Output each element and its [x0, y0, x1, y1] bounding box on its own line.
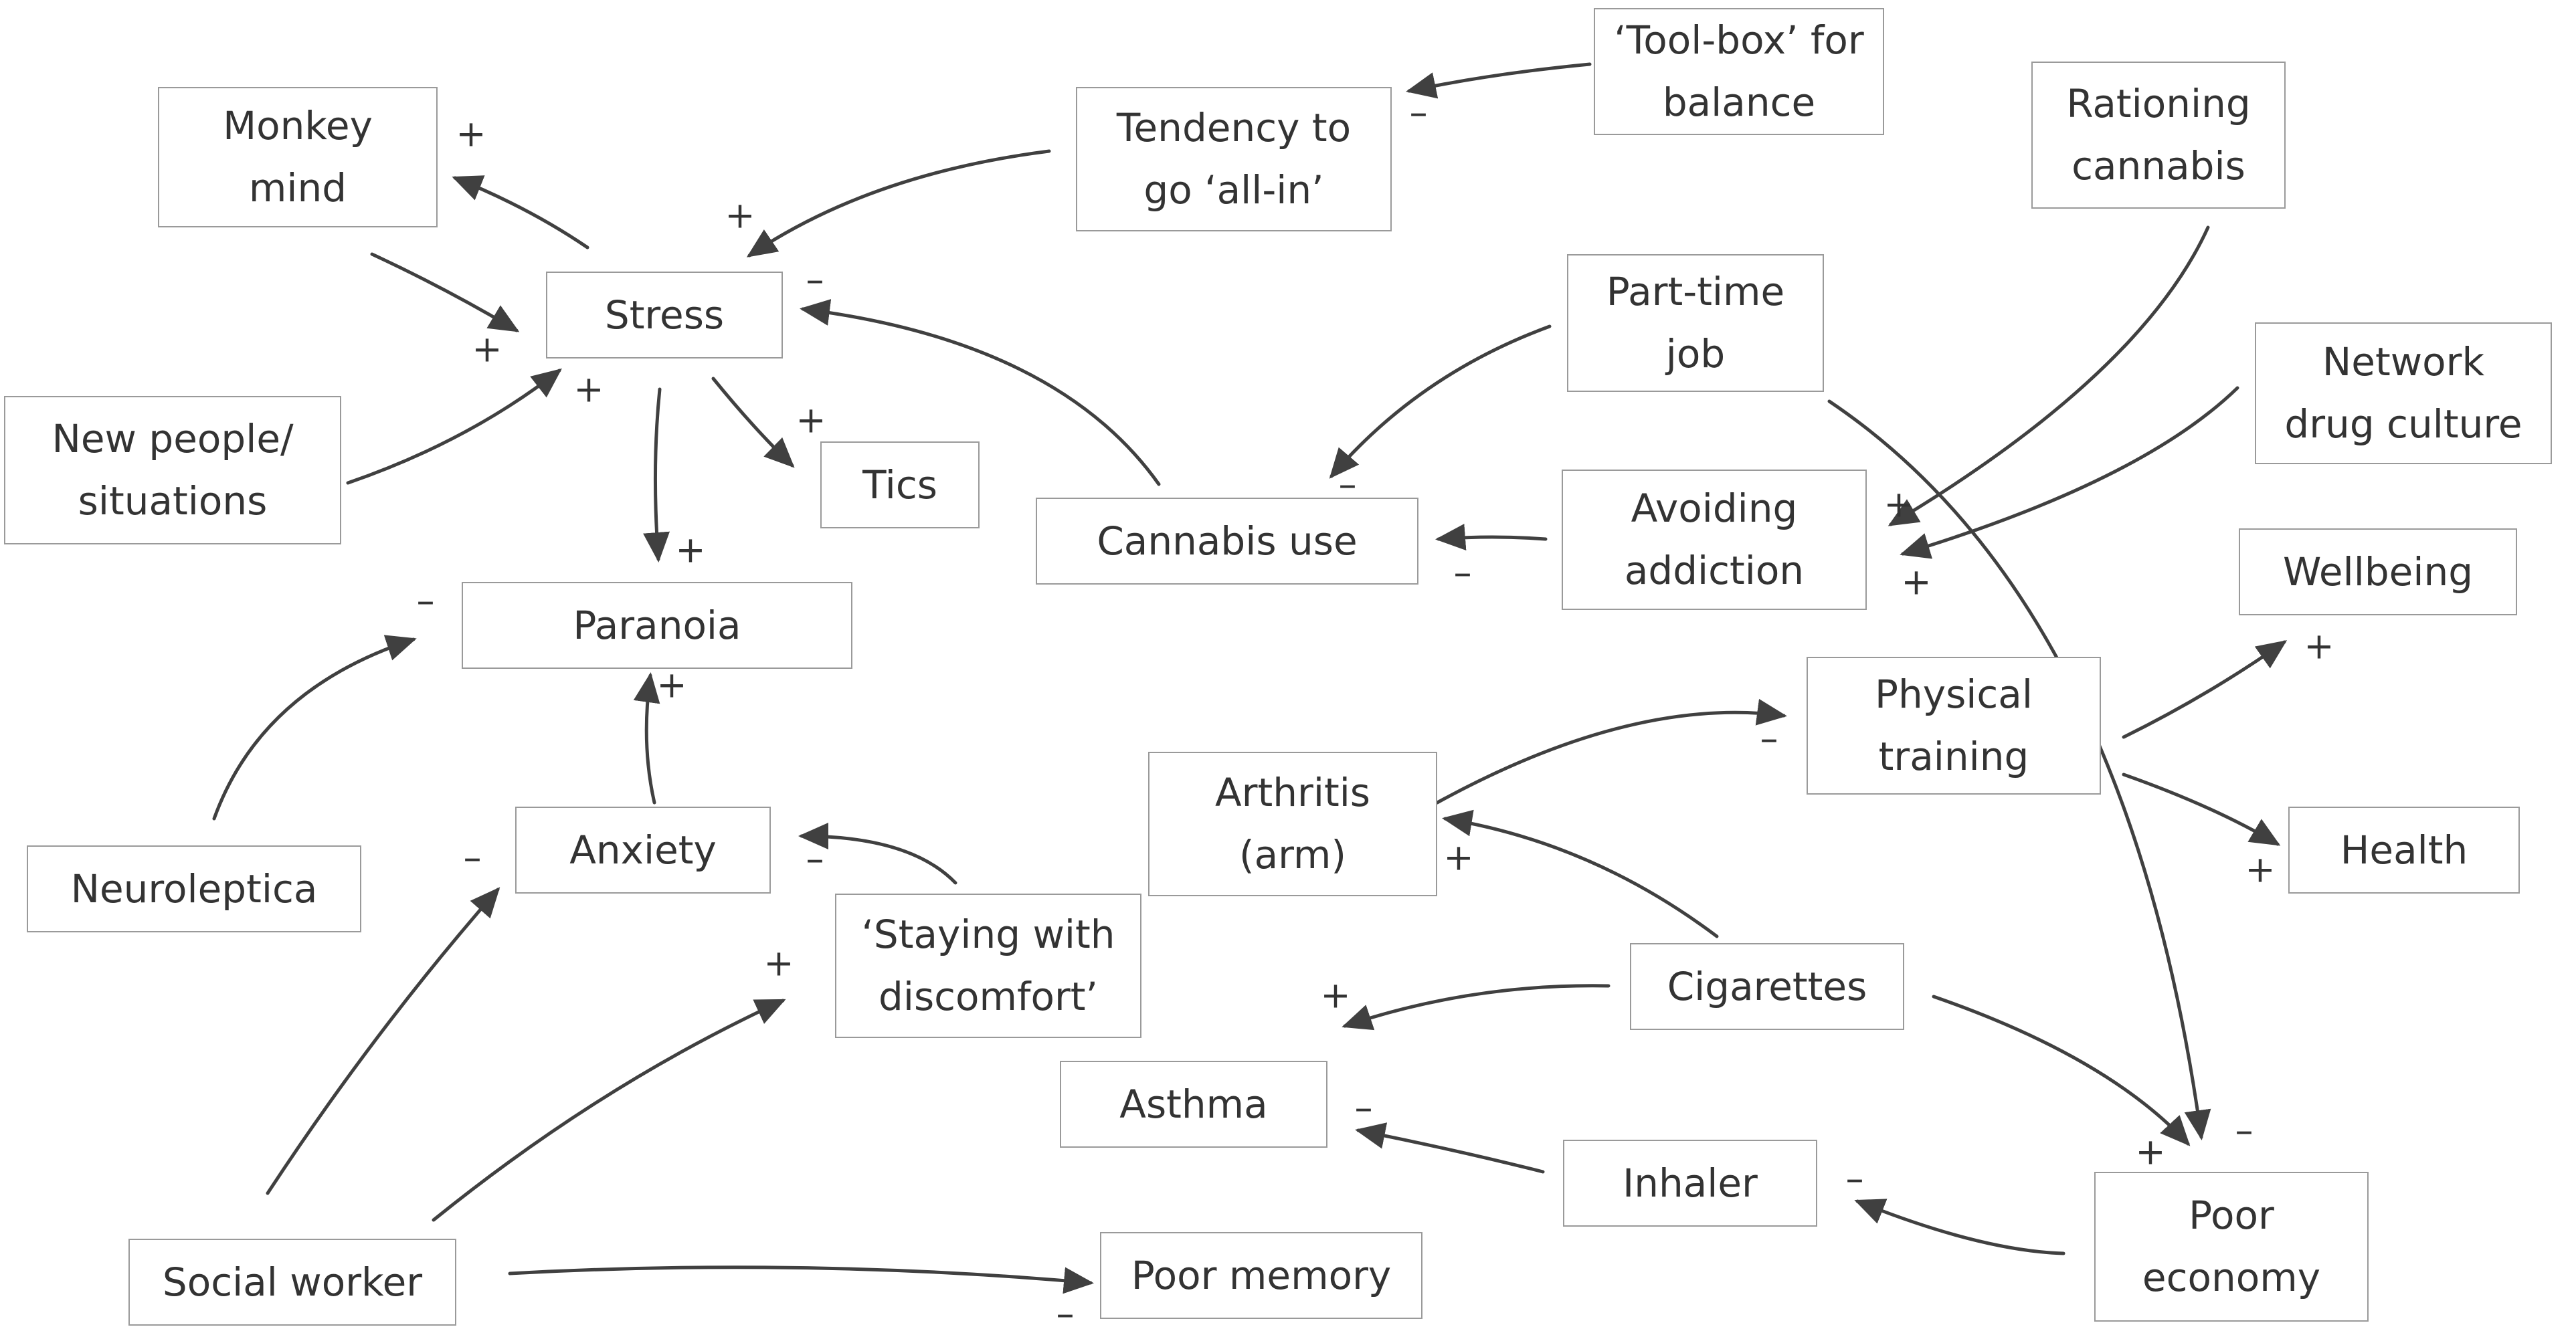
cigarettes-node: Cigarettes [1630, 943, 1904, 1030]
poor-memory-node: Poor memory [1100, 1232, 1422, 1319]
edge-sign-stress-to-monkey: + [456, 113, 486, 155]
arthritis-arm-node: Arthritis (arm) [1148, 752, 1437, 896]
edge-sign-poorecon-to-inhaler: – [1846, 1158, 1864, 1200]
edge-sign-stress-to-tics: + [796, 399, 826, 441]
staying-with-discomfort-node: ‘Staying with discomfort’ [835, 894, 1141, 1038]
edge-network-to-avoiding [1900, 386, 2239, 559]
avoiding-addiction-node: Avoiding addiction [1562, 470, 1867, 610]
paranoia-node: Paranoia [462, 582, 852, 669]
edge-sign-monkey-to-stress: + [472, 328, 502, 371]
anxiety-node: Anxiety [515, 807, 771, 894]
stress-node: Stress [546, 272, 783, 359]
edge-stress-to-paranoia [643, 387, 670, 562]
inhaler-node: Inhaler [1563, 1140, 1817, 1227]
physical-training-node: Physical training [1807, 657, 2101, 795]
edge-sign-toolbox-to-tendency: – [1410, 92, 1428, 134]
poor-economy-node: Poor economy [2094, 1172, 2369, 1322]
tics-node: Tics [820, 441, 980, 528]
tendency-all-in-node: Tendency to go ‘all-in’ [1076, 87, 1392, 231]
edge-sign-stress-to-paranoia: + [675, 529, 705, 571]
edge-sign-social-to-poormem: – [1056, 1293, 1075, 1331]
edge-staying-to-anxiety [798, 823, 957, 885]
toolbox-for-balance-node: ‘Tool-box’ for balance [1594, 8, 1884, 135]
edge-sign-cigarettes-to-poorecon: + [2135, 1131, 2165, 1173]
asthma-node: Asthma [1060, 1061, 1327, 1148]
rationing-cannabis-node: Rationing cannabis [2031, 62, 2286, 209]
edge-cigarettes-to-asthma [1342, 984, 1611, 1031]
edge-sign-physical-to-health: + [2245, 849, 2275, 891]
new-people-situations-node: New people/ situations [4, 396, 341, 544]
edge-sign-rationing-to-avoiding: + [1883, 484, 1914, 526]
edge-sign-social-to-anxiety: – [464, 837, 482, 879]
edge-poorecon-to-inhaler [1854, 1199, 2065, 1255]
edge-sign-cannabis-to-stress: – [806, 259, 824, 301]
edge-sign-inhaler-to-asthma: – [1355, 1087, 1373, 1129]
edge-neuroleptica-to-paranoia [212, 635, 417, 821]
edge-cigarettes-to-arthritis [1442, 809, 1719, 938]
edge-arthritis-to-physical [1435, 698, 1787, 805]
neuroleptica-node: Neuroleptica [27, 845, 361, 932]
edge-parttime-to-cannabis [1329, 324, 1552, 479]
health-node: Health [2288, 807, 2520, 894]
edge-toolbox-to-tendency [1406, 62, 1592, 99]
edge-sign-network-to-avoiding: + [1901, 561, 1931, 603]
edge-sign-tendency-to-stress: + [725, 195, 755, 237]
edge-sign-social-to-staying: + [763, 942, 794, 985]
edge-sign-arthritis-to-physical: – [1760, 718, 1778, 760]
edge-stress-to-monkey [452, 175, 589, 249]
edge-avoiding-to-cannabis [1435, 524, 1548, 550]
edge-social-to-staying [432, 999, 786, 1222]
edge-sign-physical-to-wellbeing: + [2304, 625, 2334, 668]
edge-social-to-anxiety [266, 887, 500, 1195]
edge-rationing-to-avoiding [1888, 225, 2210, 526]
social-worker-node: Social worker [128, 1239, 456, 1326]
edge-sign-avoiding-to-cannabis: – [1454, 552, 1472, 594]
edge-sign-anxiety-to-paranoia: + [656, 664, 686, 706]
edge-sign-cigarettes-to-arthritis: + [1443, 837, 1473, 879]
edge-sign-cigarettes-to-asthma: + [1320, 975, 1350, 1017]
part-time-job-node: Part-time job [1567, 254, 1824, 392]
edge-monkey-to-stress [370, 252, 520, 332]
edge-sign-neuroleptica-to-paranoia: – [417, 580, 435, 622]
edge-cigarettes-to-poorecon [1932, 995, 2191, 1146]
edge-inhaler-to-asthma [1355, 1122, 1545, 1174]
network-drug-culture-node: Network drug culture [2255, 322, 2552, 464]
monkey-mind-node: Monkey mind [158, 87, 438, 227]
edge-physical-to-health [2122, 773, 2281, 846]
edge-sign-newpeople-to-stress: + [573, 369, 604, 411]
edge-social-to-poormem [508, 1265, 1094, 1294]
cannabis-use-node: Cannabis use [1036, 498, 1418, 585]
wellbeing-node: Wellbeing [2239, 528, 2517, 615]
edge-tendency-to-stress [746, 149, 1051, 258]
edge-newpeople-to-stress [346, 368, 562, 485]
edge-anxiety-to-paranoia [633, 672, 660, 805]
edge-physical-to-wellbeing [2122, 640, 2288, 739]
edge-cannabis-to-stress [800, 299, 1161, 486]
edge-sign-parttime-to-poorecon: – [2235, 1110, 2253, 1152]
edge-stress-to-tics [711, 377, 795, 468]
edge-sign-staying-to-anxiety: – [806, 838, 824, 880]
